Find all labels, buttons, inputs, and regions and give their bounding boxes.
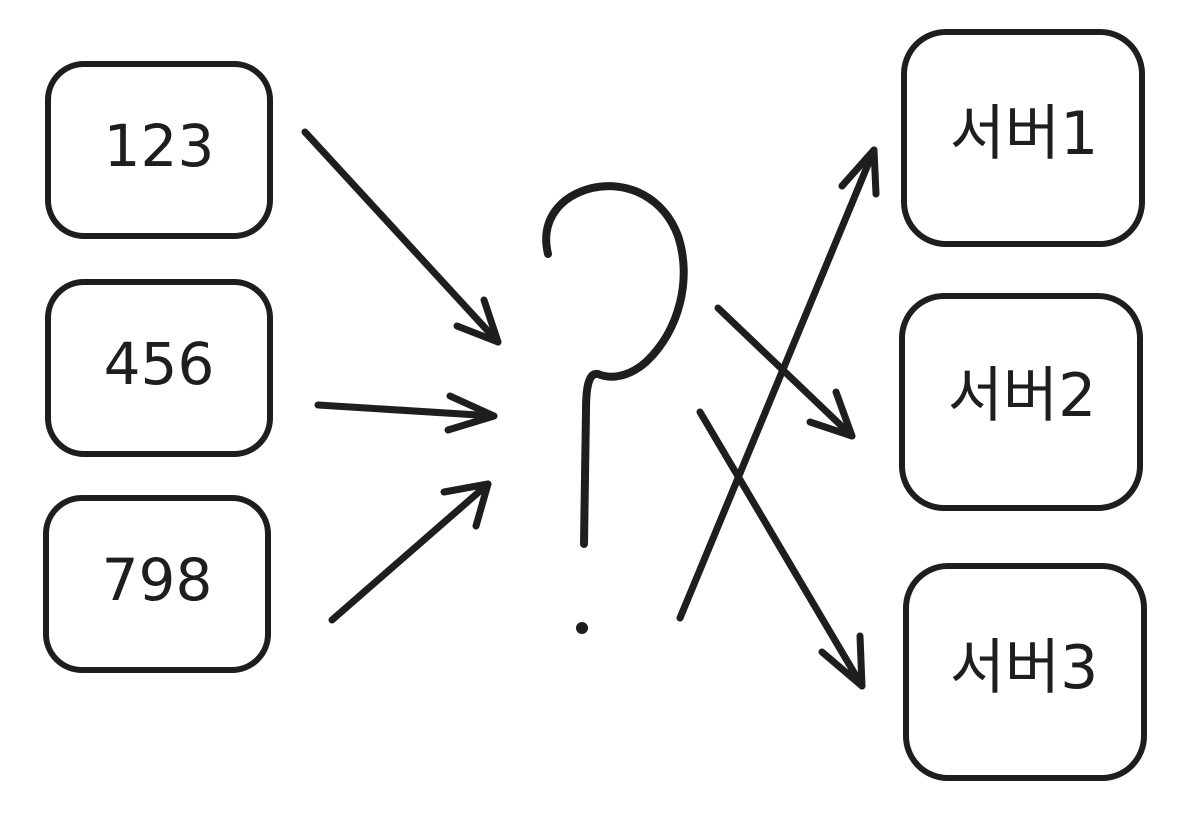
arrow-center-to-server3 bbox=[696, 408, 866, 690]
question-mark bbox=[542, 182, 688, 634]
input-node-1: 123 bbox=[45, 61, 273, 239]
arrow-center-to-server1 bbox=[676, 146, 880, 622]
input-node-2: 456 bbox=[45, 279, 273, 457]
input-label-3: 798 bbox=[102, 546, 213, 614]
input-node-3: 798 bbox=[43, 495, 271, 673]
server-label-3: 서버3 bbox=[950, 633, 1099, 703]
arrow-input3-to-center bbox=[328, 480, 492, 624]
server-node-3: 서버3 bbox=[903, 563, 1147, 781]
server-node-1: 서버1 bbox=[901, 29, 1145, 247]
server-label-1: 서버1 bbox=[950, 99, 1099, 169]
server-label-2: 서버2 bbox=[948, 361, 1097, 431]
arrow-input1-to-center bbox=[301, 128, 502, 346]
input-label-2: 456 bbox=[104, 330, 215, 398]
arrow-input2-to-center bbox=[314, 392, 498, 434]
input-label-1: 123 bbox=[104, 112, 215, 180]
server-node-2: 서버2 bbox=[899, 293, 1143, 511]
